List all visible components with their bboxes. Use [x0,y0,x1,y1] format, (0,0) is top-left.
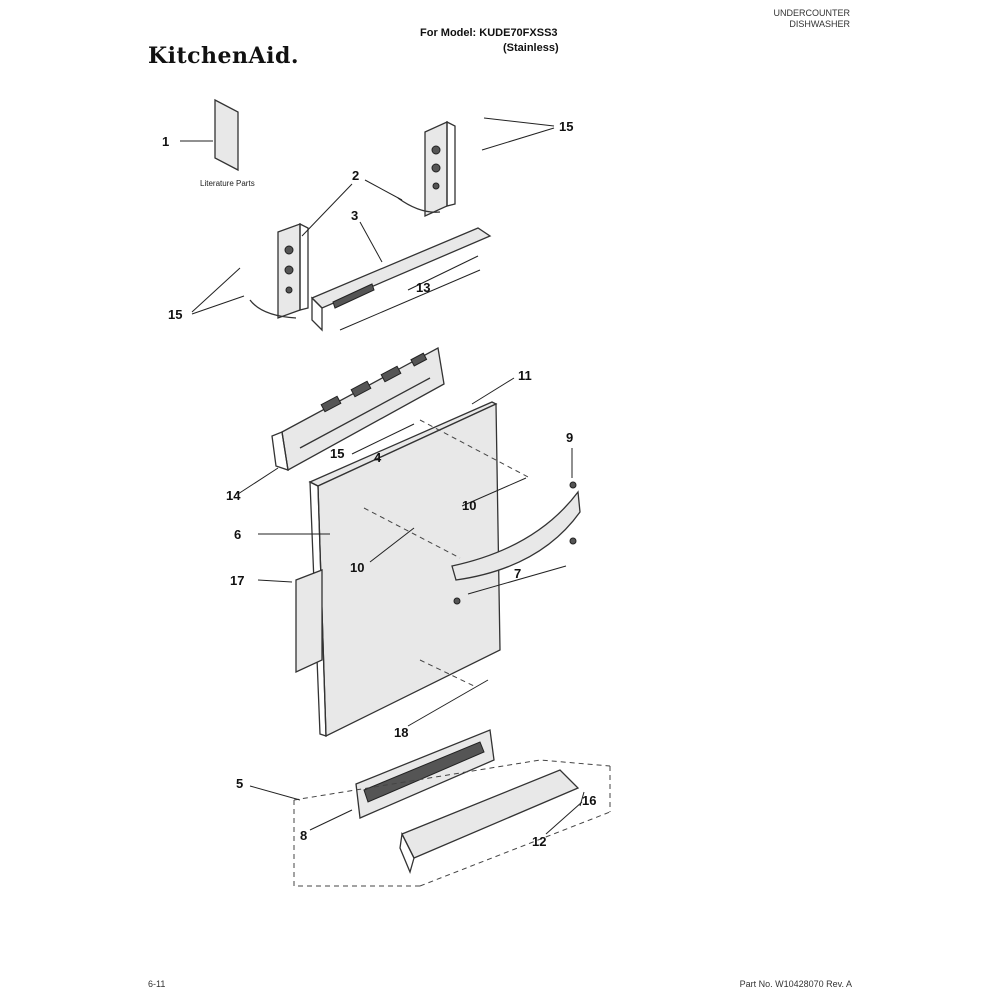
callout-17: 17 [230,573,244,588]
callout-4: 4 [374,450,382,465]
leader-lines [191,117,585,835]
door-handle [451,481,581,605]
callout-11: 11 [518,368,532,383]
callout-10-lower: 10 [350,560,364,575]
callout-15-panel: 15 [330,446,344,461]
literature-note: Literature Parts [200,179,255,188]
control-panel [271,346,445,472]
kitchenaid-logo: KitchenAid. [148,43,299,69]
callout-15-top: 15 [559,119,573,134]
callout-15-left: 15 [168,307,182,322]
literature-parts: Literature Parts [180,98,255,188]
callout-9: 9 [566,430,573,445]
callout-13: 13 [416,280,430,295]
callout-1: 1 [162,134,169,149]
callout-14: 14 [226,488,241,503]
callout-12: 12 [532,834,546,849]
callout-8: 8 [300,828,307,843]
callout-5: 5 [236,776,243,791]
part-number: Part No. W10428070 Rev. A [739,979,852,989]
side-strip [295,569,323,674]
lower-access-panel [293,729,611,887]
top-trim-bar [310,227,492,332]
right-hinge-bracket [397,120,456,218]
callout-16: 16 [582,793,596,808]
door-panel [308,401,531,738]
page-number: 6-11 [148,979,166,989]
callout-6: 6 [234,527,241,542]
left-hinge-bracket [249,222,309,319]
callout-18: 18 [394,725,408,740]
model-line: For Model: KUDE70FXSS3 [420,27,558,39]
category-line-2: DISHWASHER [789,19,850,29]
category-line-1: UNDERCOUNTER [773,8,851,18]
callout-7: 7 [514,566,521,581]
callout-3: 3 [351,208,358,223]
callout-2: 2 [352,168,359,183]
callout-10-upper: 10 [462,498,476,513]
finish-label: (Stainless) [503,42,559,54]
